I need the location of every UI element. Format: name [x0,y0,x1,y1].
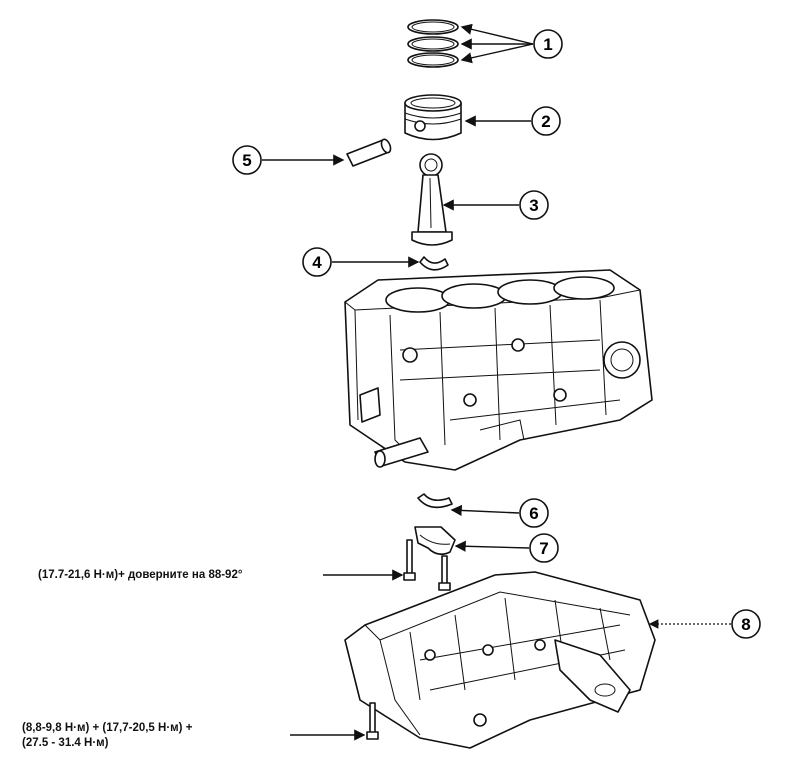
thrust-bearing [414,526,456,556]
svg-text:1: 1 [543,35,552,54]
callout-3: 3 [519,190,549,220]
svg-text:3: 3 [529,196,538,215]
leader-7 [454,540,530,552]
piston-rings [407,19,459,68]
svg-text:8: 8 [741,615,750,634]
piston-pin [346,138,392,167]
callout-5: 5 [232,145,262,175]
callout-2: 2 [531,106,561,136]
rod-bearing-shell [419,256,449,271]
connecting-rod [411,153,453,246]
cylinder-block [344,269,653,471]
callout-1: 1 [533,29,563,59]
leader-1 [460,23,534,64]
svg-text:4: 4 [312,253,322,272]
piston [404,94,462,141]
lower-bolt-torque-label-line2: (27.5 - 31.4 Н·м) [22,737,109,749]
main-bearing-shell [417,493,453,509]
svg-text:5: 5 [242,151,251,170]
leader-6 [450,504,520,517]
callout-6: 6 [519,498,549,528]
lower-crankcase [344,571,656,749]
svg-text:6: 6 [529,504,538,523]
callout-8: 8 [731,609,761,639]
cap-bolts [403,539,451,591]
callout-7: 7 [529,533,559,563]
lower-bolt [366,702,379,740]
svg-text:7: 7 [539,539,548,558]
svg-text:2: 2 [541,112,550,131]
lower-bolt-torque-label-line1: (8,8-9,8 Н·м) + (17,7-20,5 Н·м) + [22,722,193,734]
cap-bolt-torque-label: (17.7-21,6 Н·м)+ доверните на 88-92° [38,569,243,581]
callout-4: 4 [302,247,332,277]
